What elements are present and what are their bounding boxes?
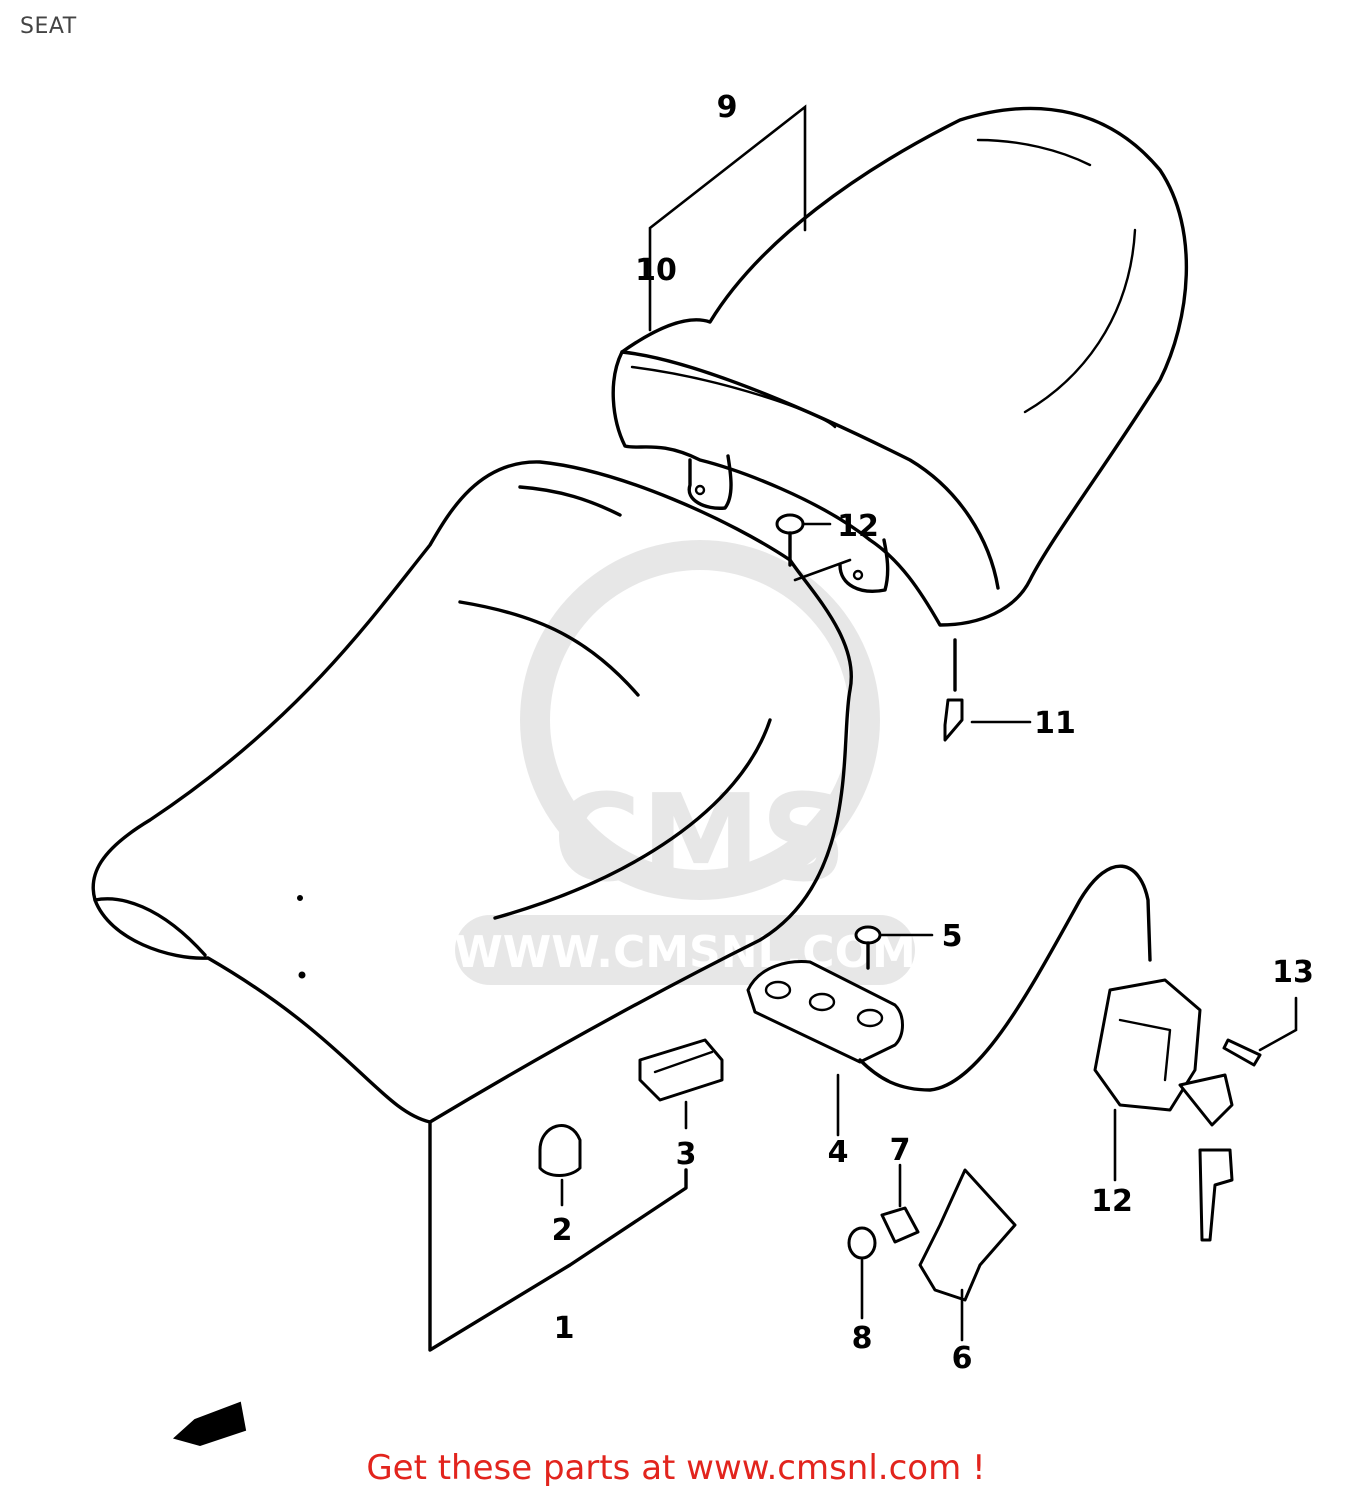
part-label-3: 3 xyxy=(676,1137,697,1172)
stay-6-part xyxy=(918,1168,1017,1342)
main-seat-part xyxy=(91,460,853,1352)
cushion-2-part xyxy=(538,1124,582,1207)
part-label-12-lock: 12 xyxy=(1091,1184,1133,1219)
part-number-labels: 1 2 3 4 5 6 7 8 9 10 11 12 12 13 xyxy=(552,90,1314,1376)
clip-3-part xyxy=(638,1038,724,1130)
part-label-11: 11 xyxy=(1034,706,1076,741)
watermark-brand: CMS xyxy=(553,770,847,909)
cushion-8-part xyxy=(847,1226,877,1320)
part-label-9: 9 xyxy=(717,90,738,125)
collar-7-part xyxy=(880,1163,920,1244)
lock-bracket-4-part xyxy=(746,864,1152,1137)
watermark-url: WWW.CMSNL.COM xyxy=(454,927,916,978)
front-arrow-icon xyxy=(172,1401,247,1447)
part-label-4: 4 xyxy=(828,1135,849,1170)
part-label-7: 7 xyxy=(890,1133,911,1168)
screw-12-part xyxy=(775,513,852,582)
part-label-10: 10 xyxy=(635,253,677,288)
part-label-2: 2 xyxy=(552,1213,573,1248)
part-label-6: 6 xyxy=(952,1341,973,1376)
pillion-seat-part xyxy=(611,104,1189,627)
part-label-13: 13 xyxy=(1272,955,1314,990)
bolt-11-part xyxy=(943,638,1032,742)
part-label-1: 1 xyxy=(554,1311,575,1346)
cms-watermark-logo: CMS WWW.CMSNL.COM xyxy=(454,540,916,985)
lock-set-12-part xyxy=(1093,978,1298,1242)
part-label-8: 8 xyxy=(852,1321,873,1356)
part-label-5: 5 xyxy=(942,919,963,954)
part-label-12-top: 12 xyxy=(837,509,879,544)
page-title: SEAT xyxy=(20,14,77,39)
screw-5-part xyxy=(854,925,934,970)
footer-parts-link[interactable]: Get these parts at www.cmsnl.com ! xyxy=(366,1448,986,1488)
